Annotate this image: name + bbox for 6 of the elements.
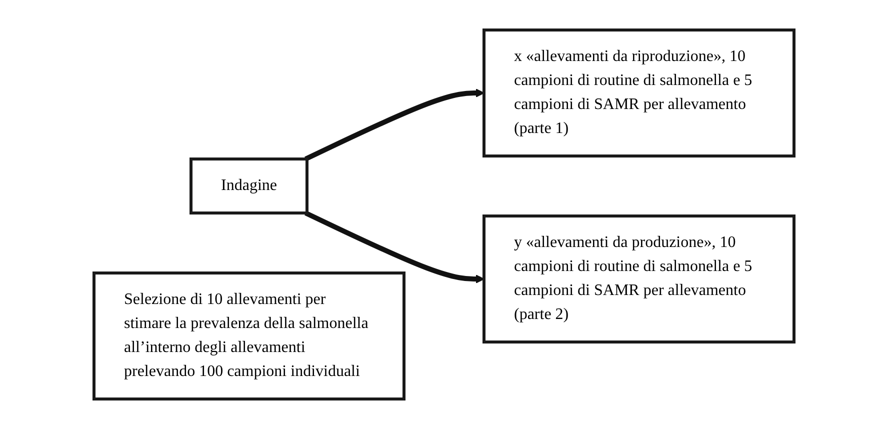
arrow	[304, 88, 484, 161]
node-box: Indagine	[189, 157, 308, 214]
arrow	[304, 210, 484, 283]
node-box: x «allevamenti da riproduzione», 10 campioni di routine di salmonella e 5 campioni di SAMR per allevamento (parte 1)	[482, 28, 795, 157]
node-box: Selezione di 10 allevamenti per stimare la prevalenza della salmonella all’interno degli allevamenti prelevando 100 campioni individuali	[92, 271, 405, 400]
node-box: y «allevamenti da produzione», 10 campioni di routine di salmonella e 5 campioni di SAMR per allevamento (parte 2)	[482, 214, 795, 343]
